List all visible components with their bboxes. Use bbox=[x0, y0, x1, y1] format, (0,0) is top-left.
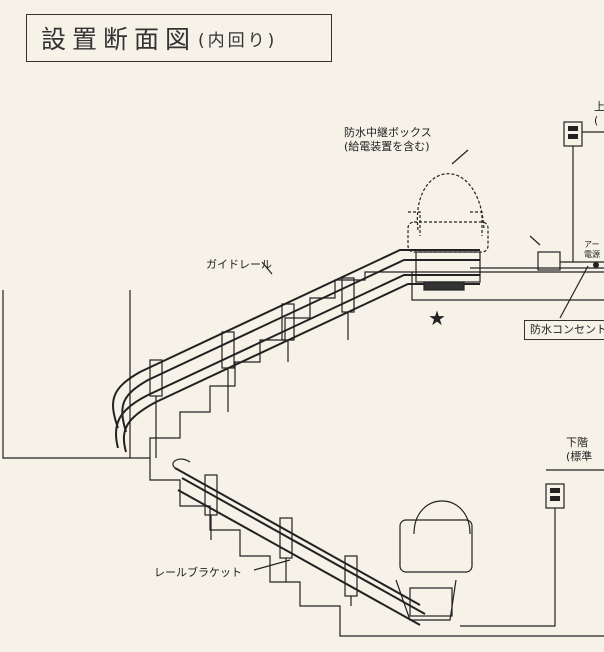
lower-rail-curve bbox=[172, 458, 191, 469]
guide-rail-leader bbox=[261, 261, 273, 275]
lower-staircase bbox=[149, 458, 604, 637]
left-wall bbox=[2, 290, 150, 459]
guide-rail-label: ガイドレール bbox=[206, 258, 272, 271]
relay-pointer bbox=[529, 235, 541, 246]
lower-rail-1 bbox=[174, 467, 421, 606]
relay-box bbox=[537, 251, 561, 271]
guide-rail-outer bbox=[112, 249, 480, 429]
upper-chair-base bbox=[415, 251, 481, 291]
lower-chair bbox=[395, 500, 473, 621]
lower-rail-2 bbox=[181, 477, 426, 615]
guide-rail-inner-2 bbox=[122, 283, 480, 453]
outlet-label: 防水コンセント bbox=[524, 320, 604, 340]
title-main: 設置断面図 bbox=[41, 25, 197, 54]
guide-rail-outer-2 bbox=[121, 259, 480, 433]
ground-terminal bbox=[593, 262, 599, 268]
ground-label: アー 電源 bbox=[584, 240, 600, 259]
rail-bracket-leader bbox=[253, 559, 291, 571]
star-mark: ★ bbox=[428, 306, 446, 330]
upper-floor-label: 上 ( bbox=[594, 100, 604, 127]
relay-box-label: 防水中継ボックス (給電装置を含む) bbox=[344, 126, 432, 153]
outlet-leader bbox=[559, 265, 589, 319]
outlet-slot-4 bbox=[550, 496, 560, 501]
outlet-slot-1 bbox=[568, 126, 578, 131]
outlet-slot-3 bbox=[550, 488, 560, 493]
outlet-slot-2 bbox=[568, 134, 578, 139]
guide-rail-inner bbox=[114, 274, 480, 449]
relay-leader bbox=[451, 149, 469, 165]
lower-rail-3 bbox=[177, 489, 421, 626]
post-2 bbox=[221, 331, 235, 369]
diagram-title: 設置断面図 (内回り) bbox=[26, 14, 332, 62]
post-3 bbox=[281, 303, 295, 341]
post-4 bbox=[341, 277, 355, 313]
upper-staircase bbox=[149, 271, 604, 458]
upper-chair bbox=[407, 173, 489, 253]
rail-bracket-label: レールブラケット bbox=[154, 566, 242, 579]
title-sub: (内回り) bbox=[198, 30, 278, 51]
lower-floor-label: 下階 (標準 bbox=[566, 436, 593, 463]
